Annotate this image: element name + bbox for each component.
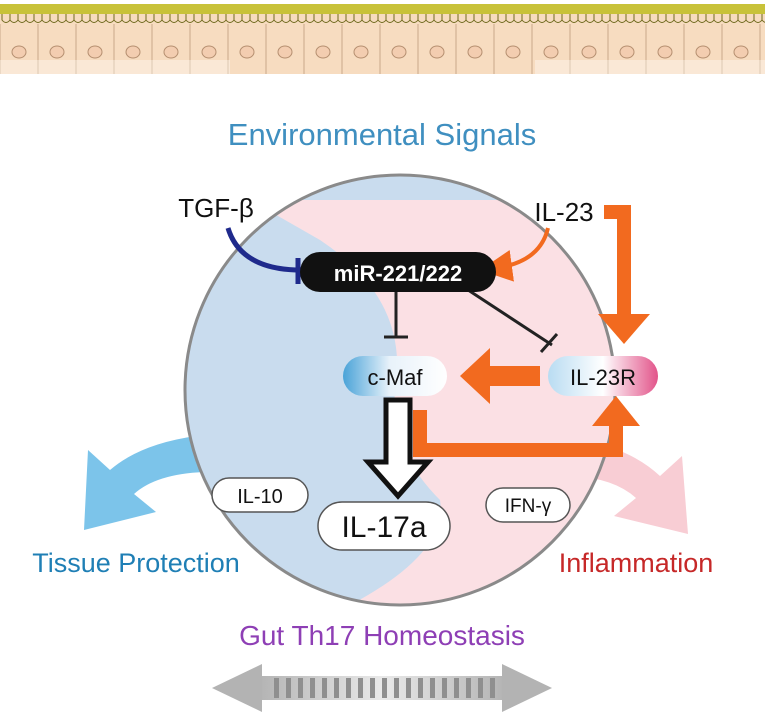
arrow-dash [358, 678, 363, 698]
ifng-label: IFN-γ [505, 496, 552, 517]
cell-nucleus [695, 45, 711, 59]
epithelium-layer [0, 4, 765, 76]
il23-label: IL-23 [534, 197, 593, 227]
arrow-dash [430, 678, 435, 698]
cell-nucleus [391, 45, 407, 59]
arrow-dash [346, 678, 351, 698]
cell-nucleus [619, 45, 635, 59]
cell-nucleus [239, 45, 255, 59]
il17a-node [317, 501, 451, 551]
arrow-dash [418, 678, 423, 698]
arrow-dash [334, 678, 339, 698]
mir-to-il23r-inhibit-bar [539, 333, 559, 353]
arrow-dash [274, 678, 279, 698]
il10-node [211, 477, 309, 513]
mir-to-il23r-inhibit-line [461, 284, 553, 347]
cmaf-node [343, 356, 447, 396]
il23-to-il23r-head [598, 314, 650, 344]
arrow-dash [478, 678, 483, 698]
mir-221-222-label: miR-221/222 [334, 261, 462, 286]
il23-to-il23r-line [604, 205, 631, 318]
cell-nucleus [11, 45, 27, 59]
arrow-dash [394, 678, 399, 698]
il23r-node [548, 356, 658, 396]
arrow-dash [298, 678, 303, 698]
il23r-label: IL-23R [570, 365, 636, 390]
cell-nucleus [581, 45, 597, 59]
il23r-to-cmaf-arrow [460, 348, 540, 404]
cell-nucleus [505, 45, 521, 59]
arrow-dash [442, 678, 447, 698]
microvillus [761, 14, 765, 23]
cell-nucleus [125, 45, 141, 59]
cell-nucleus [163, 45, 179, 59]
arrow-dash [322, 678, 327, 698]
cell-nucleus [315, 45, 331, 59]
feedback-loop-head [592, 396, 640, 426]
tgfb-label: TGF-β [178, 193, 254, 223]
cell-nucleus [467, 45, 483, 59]
cell-nucleus [201, 45, 217, 59]
cell-nucleus [543, 45, 559, 59]
arrow-dash [490, 678, 495, 698]
homeostasis-double-arrow [212, 664, 552, 712]
il23-to-mir-arrow [480, 227, 550, 282]
il10-label: IL-10 [237, 486, 283, 508]
il17a-label: IL-17a [341, 511, 426, 544]
cell-nucleus [733, 45, 749, 59]
tissue-protection-arrow-shape [84, 436, 204, 530]
cmaf-to-il17a-arrow [362, 397, 434, 500]
gut-th17-homeostasis-label: Gut Th17 Homeostasis [239, 620, 525, 651]
ifng-node [485, 487, 571, 523]
tissue-protection-label: Tissue Protection [32, 548, 240, 578]
cell-nucleus [87, 45, 103, 59]
cell-nucleus [657, 45, 673, 59]
environmental-signals-title: Environmental Signals [228, 117, 536, 152]
arrow-dash [310, 678, 315, 698]
arrow-dash [382, 678, 387, 698]
cmaf-label: c-Maf [368, 365, 424, 390]
arrow-dash [406, 678, 411, 698]
arrow-dash [454, 678, 459, 698]
cell-nucleus [353, 45, 369, 59]
cell-nucleus [49, 45, 65, 59]
mir-221-222-node [300, 252, 496, 292]
arrow-dash [466, 678, 471, 698]
cell-nucleus [429, 45, 445, 59]
arrow-dash [286, 678, 291, 698]
cell-nucleus [277, 45, 293, 59]
feedback-loop-line [413, 410, 623, 457]
tgfb-inhibition-line [225, 227, 297, 273]
inflammation-label: Inflammation [559, 548, 714, 578]
arrow-dash [370, 678, 375, 698]
